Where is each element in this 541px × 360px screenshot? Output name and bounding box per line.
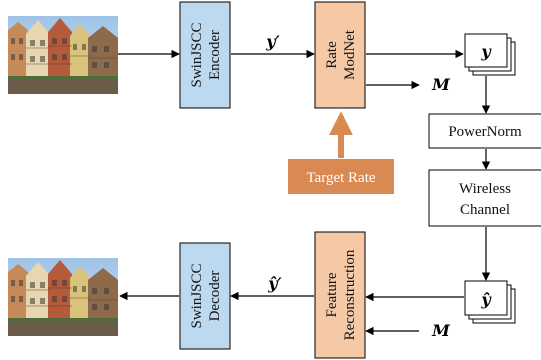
powernorm-block: PowerNorm [428, 113, 541, 149]
target-rate-block: Target Rate [288, 159, 394, 194]
rate-modnet-block: Rate ModNet [314, 1, 366, 109]
decoder-label-line1: SwinJSCC [189, 263, 205, 328]
y-stack: y [464, 33, 516, 76]
rate-modnet-label-line2: ModNet [342, 29, 358, 80]
channel-label-line2: Channel [460, 202, 510, 218]
y-prime-symbol: y′ [265, 32, 280, 51]
decoder-block: SwinJSCC Decoder [179, 242, 231, 350]
encoder-block: SwinJSCC Encoder [179, 1, 231, 109]
rate-modnet-label-line1: Rate [324, 41, 340, 69]
feature-reconstruction-block: Feature Reconstruction [314, 231, 366, 359]
decoder-label-line2: Decoder [207, 271, 223, 322]
y-hat-prime-symbol: ŷ′ [267, 274, 282, 293]
encoder-label-line2: Encoder [207, 30, 223, 80]
channel-label-line1: Wireless [459, 181, 511, 197]
feature-reconstruction-label-line1: Feature [324, 272, 340, 317]
output-image [7, 257, 119, 337]
y-hat-symbol: ŷ [480, 290, 492, 309]
feature-reconstruction-label-line2: Reconstruction [342, 249, 358, 340]
encoder-label-line1: SwinJSCC [189, 22, 205, 87]
mask-top-symbol: M [431, 75, 451, 94]
y-symbol: y [480, 42, 492, 61]
powernorm-label: PowerNorm [448, 124, 522, 140]
y-hat-stack: ŷ [464, 280, 516, 324]
input-image [7, 15, 119, 95]
mask-bottom-symbol: M [431, 321, 451, 340]
target-rate-label: Target Rate [306, 170, 375, 186]
channel-block: Wireless Channel [428, 169, 541, 227]
